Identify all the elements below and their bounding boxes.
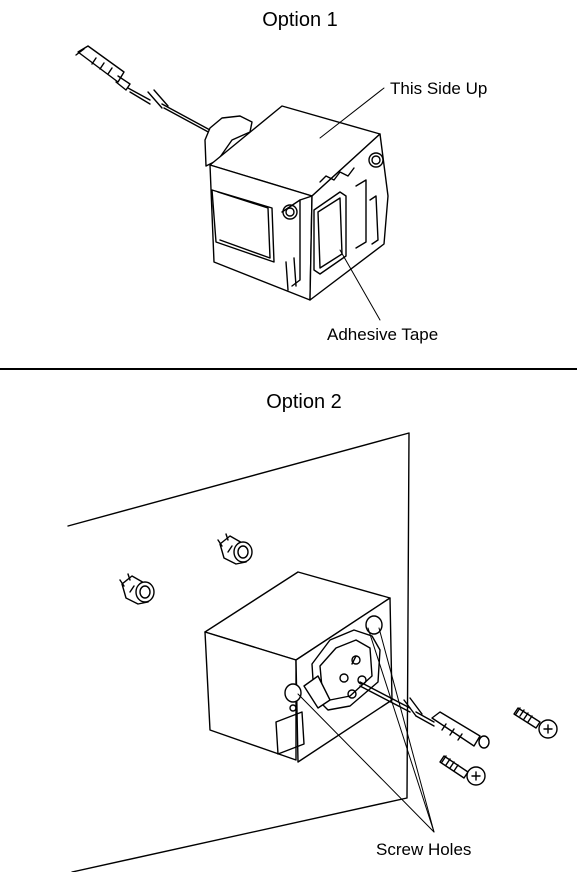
option2-title: Option 2 <box>266 391 342 413</box>
wall-anchor-1 <box>217 533 253 565</box>
adhesive-tape-label: Adhesive Tape <box>327 325 438 344</box>
adhesive-tape-leader <box>339 249 381 321</box>
wall-anchor-2 <box>119 573 155 605</box>
option2-sensor-body <box>204 571 393 763</box>
screw-holes-leaders <box>297 627 435 833</box>
option1-cable <box>75 45 213 135</box>
this-side-up-leader <box>319 87 385 139</box>
this-side-up-label: This Side Up <box>390 79 487 98</box>
screw-1 <box>513 707 558 739</box>
option1-sensor-body <box>204 105 389 301</box>
option1-title: Option 1 <box>262 9 338 31</box>
screw-2 <box>439 755 486 786</box>
wall-panel <box>67 432 410 872</box>
screw-holes-label: Screw Holes <box>376 840 471 859</box>
option2-cable <box>359 681 490 749</box>
